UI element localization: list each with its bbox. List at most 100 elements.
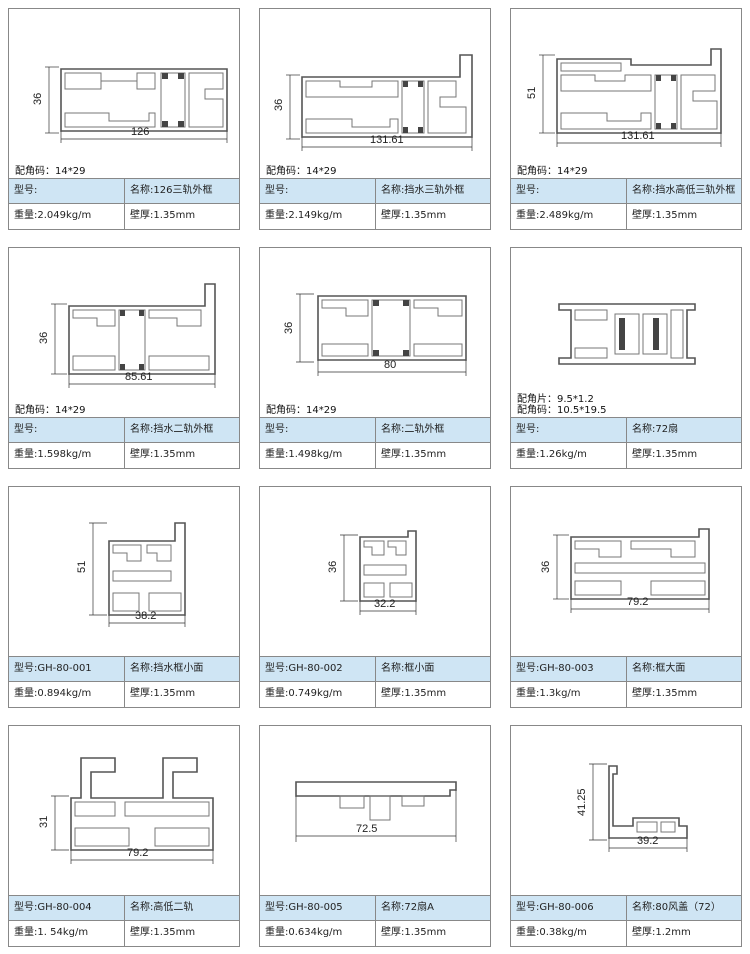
model-label: 型号:GH-80-002: [260, 657, 376, 681]
dim-height: 51: [526, 87, 538, 99]
weight: 重量:2.489kg/m: [511, 204, 627, 229]
dim-width: 85.61: [125, 371, 153, 383]
weight: 重量:2.049kg/m: [9, 204, 125, 229]
profile-drawing: 配角片：9.5*1.2 配角码：10.5*19.5: [511, 248, 741, 418]
dim-height: 51: [76, 561, 88, 573]
dim-width: 32.2: [374, 598, 395, 610]
weight: 重量:0.749kg/m: [260, 682, 376, 707]
dim-height: 36: [283, 322, 295, 334]
model-label: 型号:: [511, 418, 627, 442]
dim-height: 36: [327, 561, 339, 573]
wall-thickness: 壁厚:1.35mm: [381, 449, 447, 460]
model-label: 型号:: [260, 418, 376, 442]
weight: 重量:0.38kg/m: [511, 921, 627, 946]
dim-height: 31: [38, 816, 50, 828]
profile-gh-80-006: 41.25 39.2: [576, 763, 688, 852]
dim-width: 126: [131, 126, 149, 138]
wall-thickness: 壁厚:1.35mm: [381, 688, 447, 699]
dim-width: 79.2: [127, 847, 148, 859]
wall-thickness: 壁厚:1.35mm: [632, 688, 698, 699]
product-card: 51 131.61 配角码：14*29 型号:名称:挡水高低三轨外框 重量:2.…: [510, 8, 742, 230]
profile-drawing: 31 79.2: [9, 726, 239, 896]
weight: 重量:0.634kg/m: [260, 921, 376, 946]
profile-water-stop-high-low-three-track-frame: 51 131.61: [526, 48, 722, 147]
profile-drawing: 36 85.61 配角码：14*29: [9, 248, 239, 418]
product-card: 36 131.61 配角码：14*29 型号: 名称:挡水三轨外框 重量:2.14…: [259, 8, 491, 230]
product-name: 名称:挡水框小面: [130, 663, 204, 674]
profile-gh-80-003: 36 79.2: [540, 528, 710, 613]
model-label: 型号:: [260, 179, 376, 203]
weight: 重量:0.894kg/m: [9, 682, 125, 707]
wall-thickness: 壁厚:1.35mm: [381, 210, 447, 221]
weight: 重量:1.498kg/m: [260, 443, 376, 468]
profile-water-stop-three-track-frame: 36 131.61: [273, 54, 473, 151]
product-card: 51 38.2 型号:GH-80-001 名称:挡水框小面 重量:0.894kg/…: [8, 486, 240, 708]
profile-gh-80-002: 36 32.2: [327, 530, 417, 615]
product-name: 名称:126三轨外框: [130, 185, 213, 196]
product-card: 72.5 型号:GH-80-005 名称:72扇A 重量:0.634kg/m 壁厚:…: [259, 725, 491, 947]
product-card: 36 32.2 型号:GH-80-002 名称:框小面 重量:0.749kg/m 壁…: [259, 486, 491, 708]
angle-code: 配角码：14*29: [517, 166, 588, 177]
dim-width: 131.61: [370, 134, 404, 146]
weight: 重量:2.149kg/m: [260, 204, 376, 229]
wall-thickness: 壁厚:1.35mm: [632, 449, 698, 460]
dim-width: 80: [384, 359, 396, 371]
profile-72-sash: [558, 303, 696, 365]
angle-code: 配角片：9.5*1.2: [517, 394, 594, 405]
product-name: 名称:高低二轨: [130, 902, 194, 913]
weight: 重量:1. 54kg/m: [9, 921, 125, 946]
dim-width: 79.2: [627, 596, 648, 608]
profile-drawing: 36 80 配角码：14*29: [260, 248, 490, 418]
dim-height: 41.25: [576, 788, 588, 816]
dim-height: 36: [273, 99, 285, 111]
wall-thickness: 壁厚:1.35mm: [130, 927, 196, 938]
profile-drawing: 36 32.2: [260, 487, 490, 657]
profile-water-stop-two-track-frame: 36 85.61: [38, 283, 216, 388]
product-card: 36 126 配角码：14*29 型号:名称:126三轨外框 重量:2.049k…: [8, 8, 240, 230]
angle-code: 配角码：14*29: [266, 166, 337, 177]
weight: 重量:1.26kg/m: [511, 443, 627, 468]
product-name: 名称:72扇A: [381, 902, 434, 913]
wall-thickness: 壁厚:1.35mm: [130, 688, 196, 699]
model-label: 型号:GH-80-005: [260, 896, 376, 920]
profile-gh-80-005: 72.5: [295, 781, 457, 842]
wall-thickness: 壁厚:1.35mm: [381, 927, 447, 938]
product-name: 名称:挡水三轨外框: [381, 185, 465, 196]
model-label: 型号:: [9, 179, 125, 203]
profile-126-three-track-frame: 36 126: [32, 66, 228, 143]
profile-drawing: 51 131.61 配角码：14*29: [511, 9, 741, 179]
product-name: 名称:框大面: [632, 663, 686, 674]
model-label: 型号:: [511, 179, 627, 203]
angle-code: 配角码：14*29: [266, 405, 337, 416]
profile-two-track-frame: 36 80: [283, 293, 467, 376]
dim-width: 39.2: [637, 835, 658, 847]
product-card: 36 85.61 配角码：14*29 型号:名称:挡水二轨外框 重量:1.598…: [8, 247, 240, 469]
model-label: 型号:GH-80-001: [9, 657, 125, 681]
weight: 重量:1.3kg/m: [511, 682, 627, 707]
angle-code-2: 配角码：10.5*19.5: [517, 405, 607, 416]
profile-gh-80-004: 31 79.2: [38, 757, 214, 864]
product-card: 36 79.2 型号:GH-80-003 名称:框大面 重量:1.3kg/m 壁厚:…: [510, 486, 742, 708]
wall-thickness: 壁厚:1.2mm: [632, 927, 691, 938]
dim-height: 36: [540, 561, 552, 573]
profile-drawing: 36 79.2: [511, 487, 741, 657]
wall-thickness: 壁厚:1.35mm: [130, 210, 196, 221]
product-name: 名称:框小面: [381, 663, 435, 674]
dim-width: 72.5: [356, 823, 377, 835]
dim-width: 38.2: [135, 610, 156, 622]
wall-thickness: 壁厚:1.35mm: [632, 210, 698, 221]
profile-drawing: 36 131.61 配角码：14*29: [260, 9, 490, 179]
model-label: 型号:GH-80-003: [511, 657, 627, 681]
dim-width: 131.61: [621, 130, 655, 142]
product-name: 名称:72扇: [632, 424, 679, 435]
profile-drawing: 51 38.2: [9, 487, 239, 657]
product-name: 名称:80风盖（72）: [632, 902, 721, 913]
profile-gh-80-001: 51 38.2: [76, 522, 186, 627]
dim-height: 36: [32, 93, 44, 105]
angle-code: 配角码：14*29: [15, 405, 86, 416]
product-card: 配角片：9.5*1.2 配角码：10.5*19.5 型号: 名称:72扇 重量:1…: [510, 247, 742, 469]
product-name: 名称:挡水二轨外框: [130, 424, 214, 435]
